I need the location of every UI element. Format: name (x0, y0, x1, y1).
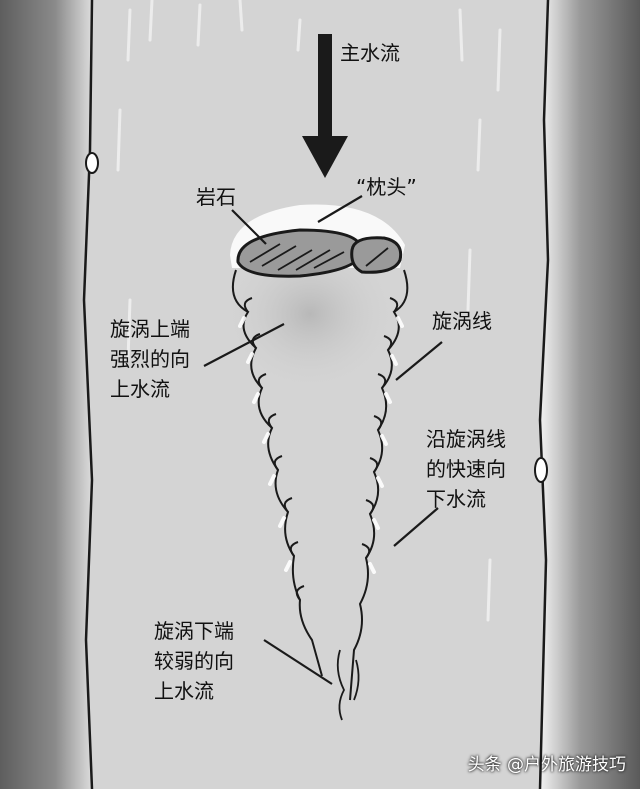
left-bank (0, 0, 100, 789)
leader-lower-vortex (263, 639, 333, 685)
lower-vortex-label: 旋涡下端 较弱的向 上水流 (154, 619, 234, 703)
right-shore-line (538, 0, 550, 789)
rock-label: 岩石 (196, 185, 236, 209)
leader-pillow (317, 195, 363, 223)
main-flow-arrow (302, 34, 348, 178)
watermark: 头条 @户外旅游技巧 (467, 755, 626, 775)
eddy-line-left (232, 269, 323, 677)
shore-pebble-right (534, 457, 548, 483)
left-shore-line (82, 0, 94, 789)
shore-pebble-left (85, 152, 99, 174)
right-bank (540, 0, 640, 789)
upper-vortex-label: 旋涡上端 强烈的向 上水流 (110, 317, 190, 401)
leader-eddy-line (395, 341, 443, 381)
rock (236, 228, 403, 278)
downflow-label: 沿旋涡线 的快速向 下水流 (426, 427, 506, 511)
eddy-line-right (349, 269, 409, 701)
leader-upper-vortex (203, 323, 285, 367)
pillow-label: “枕头” (356, 175, 417, 199)
leader-downflow (393, 507, 439, 547)
main-flow-label: 主水流 (340, 41, 400, 65)
eddy-line-label: 旋涡线 (432, 309, 492, 333)
leader-rock (231, 209, 267, 245)
